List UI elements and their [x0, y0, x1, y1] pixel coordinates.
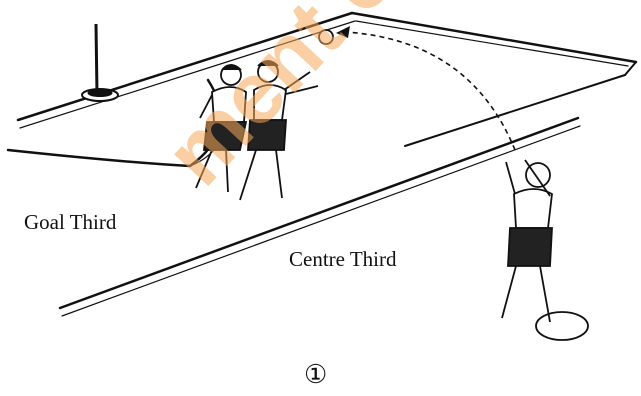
thrower-player-figure	[502, 160, 588, 340]
goal-third-label: Goal Third	[24, 210, 116, 235]
player-circle-marking	[536, 312, 588, 340]
court-side-edge	[625, 62, 636, 75]
ball-icon	[319, 30, 333, 44]
arrowhead-icon	[336, 26, 350, 38]
third-line	[60, 118, 578, 308]
centre-third-label: Centre Third	[289, 247, 397, 272]
figure-number: ①	[304, 361, 327, 389]
court-far-edge	[352, 13, 636, 62]
attacker-player-figure	[240, 61, 318, 200]
court-back-edge	[18, 13, 352, 120]
pass-trajectory	[319, 26, 515, 150]
defender-player-figure	[196, 65, 246, 192]
